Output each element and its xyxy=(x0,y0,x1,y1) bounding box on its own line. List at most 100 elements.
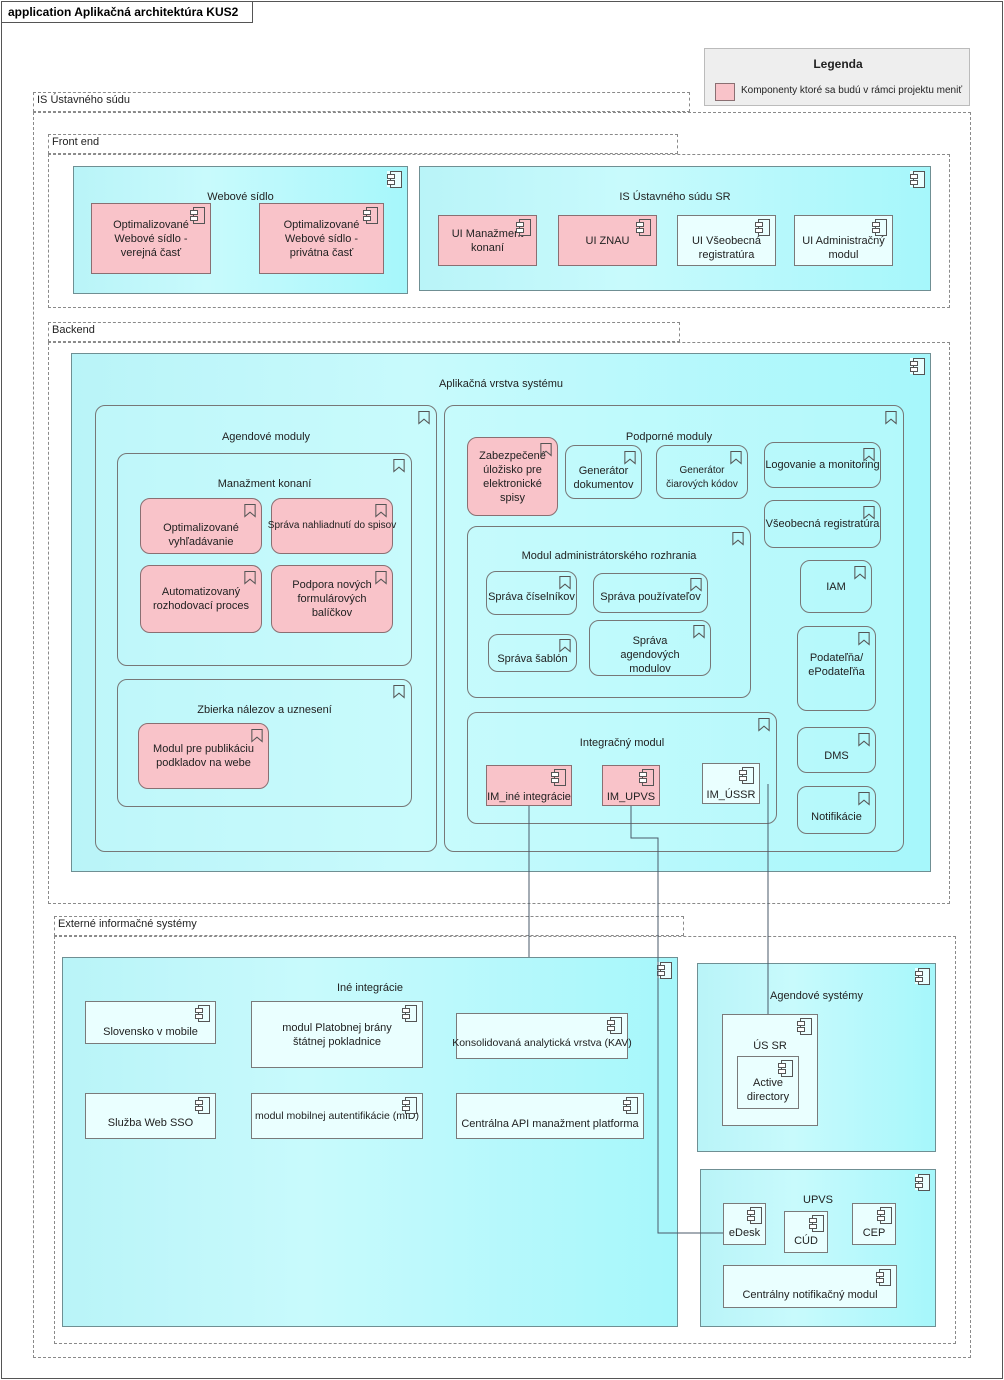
pkg-backend xyxy=(48,342,950,904)
connector-im-upvs-to-edesk xyxy=(630,806,723,1234)
iam: IAM xyxy=(800,560,872,613)
bookmark-icon xyxy=(540,442,552,457)
ui-znau: UI ZNAU xyxy=(558,215,657,266)
zbierka-nalezov-title: Zbierka nálezov a uznesení xyxy=(197,704,332,716)
mobilna-autentifikacia: modul mobilnej autentifikácie (mID) xyxy=(251,1093,423,1139)
zabezpecene-ulozisko: Zabezpečené úložisko pre elektronické sp… xyxy=(467,437,558,516)
upvs-title: UPVS xyxy=(803,1194,833,1206)
generator-ciarovych-kodov: Generátor čiarových kódov xyxy=(656,445,748,499)
pkg-external xyxy=(54,936,956,1344)
sluzba-web-sso-label: Služba Web SSO xyxy=(107,1117,194,1129)
component-icon xyxy=(915,1174,930,1191)
component-icon xyxy=(778,1060,793,1077)
zbierka-nalezov: Zbierka nálezov a uznesení xyxy=(117,679,412,807)
pkg-backend-tab: Backend xyxy=(48,322,680,342)
component-icon xyxy=(639,769,654,786)
component-icon xyxy=(387,171,402,188)
bookmark-icon xyxy=(690,577,702,592)
sprava-pouzivatelov-label: Správa používateľov xyxy=(600,591,701,603)
bookmark-icon xyxy=(885,410,897,425)
sprava-ciselnikov: Správa číselníkov xyxy=(486,571,577,615)
active-directory: Active directory xyxy=(737,1056,799,1109)
component-icon xyxy=(877,1207,892,1224)
bookmark-icon xyxy=(559,638,571,653)
integracny-modul: Integračný modul xyxy=(467,712,777,824)
slovensko-v-mobile: Slovensko v mobile xyxy=(85,1001,216,1044)
us-sr-label: ÚS SR xyxy=(753,1040,787,1052)
pkg-external-label: Externé informačné systémy xyxy=(58,918,197,930)
logovanie-monitoring: Logovanie a monitoring xyxy=(764,442,881,488)
component-icon xyxy=(797,1018,812,1035)
iam-label: IAM xyxy=(826,580,846,593)
legend-item: Komponenty ktoré sa budú v rámci projekt… xyxy=(741,85,963,96)
bookmark-icon xyxy=(375,570,387,585)
cud: CÚD xyxy=(784,1211,828,1253)
legend: Legenda Komponenty ktoré sa budú v rámci… xyxy=(704,48,970,106)
mobilna-autentifikacia-label: modul mobilnej autentifikácie (mID) xyxy=(255,1110,419,1122)
component-icon xyxy=(809,1215,824,1232)
web-sidlo-title: Webové sídlo xyxy=(207,191,274,203)
legend-pink-swatch xyxy=(715,83,735,101)
optimalizovane-vyhladavanie-label: Optimalizované vyhľadávanie xyxy=(163,522,239,548)
ui-manazment-konani: UI Manažment konaní xyxy=(438,215,537,266)
optimalizovane-vyhladavanie: Optimalizované vyhľadávanie xyxy=(140,498,262,554)
web-private: Optimalizované Webové sídlo - privátna č… xyxy=(259,203,384,274)
sluzba-web-sso: Služba Web SSO xyxy=(85,1093,216,1139)
component-icon xyxy=(910,171,925,188)
pkg-backend-label: Backend xyxy=(52,324,95,336)
im-ine-integracie-label: IM_iné integrácie xyxy=(487,791,571,803)
sprava-sablon: Správa šablón xyxy=(488,634,577,672)
web-public: Optimalizované Webové sídlo - verejná ča… xyxy=(91,203,211,274)
component-icon xyxy=(402,1005,417,1022)
bookmark-icon xyxy=(624,450,636,465)
generator-ciarovych-kodov-label: Generátor čiarových kódov xyxy=(666,465,738,490)
bookmark-icon xyxy=(758,717,770,732)
component-icon xyxy=(872,219,887,236)
component-icon xyxy=(195,1005,210,1022)
podpora-formularovych-balickov: Podpora nových formulárových balíčkov xyxy=(271,565,393,633)
bookmark-icon xyxy=(244,503,256,518)
automatizovany-rozhodovaci-proces: Automatizovaný rozhodovací proces xyxy=(140,565,262,633)
sprava-ciselnikov-label: Správa číselníkov xyxy=(488,591,575,603)
notifikacie: Notifikácie xyxy=(797,786,876,834)
automatizovany-rozhodovaci-proces-label: Automatizovaný rozhodovací proces xyxy=(153,586,249,612)
podpora-formularovych-balickov-label: Podpora nových formulárových balíčkov xyxy=(292,579,372,619)
podporne-moduly-title: Podporné moduly xyxy=(625,431,713,443)
component-icon xyxy=(402,1097,417,1114)
bookmark-icon xyxy=(251,728,263,743)
bookmark-icon xyxy=(863,505,875,520)
platobna-brana-label: modul Platobnej brány štátnej pokladnice xyxy=(282,1021,392,1048)
podatelna: Podateľňa/ ePodateľňa xyxy=(797,626,876,711)
im-ine-integracie: IM_iné integrácie xyxy=(486,765,572,806)
agendove-moduly-title: Agendové moduly xyxy=(221,431,311,443)
sprava-pouzivatelov: Správa používateľov xyxy=(593,573,708,613)
component-icon xyxy=(363,207,378,224)
bookmark-icon xyxy=(732,531,744,546)
centralna-api-platforma: Centrálna API manažment platforma xyxy=(456,1093,644,1139)
component-icon xyxy=(739,767,754,784)
bookmark-icon xyxy=(863,447,875,462)
cud-label: CÚD xyxy=(794,1235,818,1247)
ui-vseobecna-registratura-label: UI Všeobecná registratúra xyxy=(691,234,762,261)
ui-administracny-modul-label: UI Administračný modul xyxy=(802,234,885,261)
active-directory-label: Active directory xyxy=(746,1076,790,1103)
pkg-external-tab: Externé informačné systémy xyxy=(54,916,684,936)
component-icon xyxy=(876,1269,891,1286)
component-icon xyxy=(190,207,205,224)
kav-label: Konsolidovaná analytická vrstva (KAV) xyxy=(452,1037,632,1049)
bookmark-icon xyxy=(393,458,405,473)
manazment-konani-title: Manažment konaní xyxy=(217,478,312,490)
modul-publikacia: Modul pre publikáciu podkladov na webe xyxy=(138,723,269,789)
ui-vseobecna-registratura: UI Všeobecná registratúra xyxy=(677,215,776,266)
pkg-front-end-tab: Front end xyxy=(48,134,678,154)
sprava-sablon-label: Správa šablón xyxy=(497,653,568,665)
im-ussr: IM_ÚSSR xyxy=(702,763,760,804)
logovanie-monitoring-label: Logovanie a monitoring xyxy=(765,459,880,471)
pkg-front-end xyxy=(48,154,950,308)
integracny-modul-title: Integračný modul xyxy=(579,737,665,749)
edesk: eDesk xyxy=(723,1203,766,1245)
im-upvs-label: IM_UPVS xyxy=(606,791,656,803)
bookmark-icon xyxy=(244,570,256,585)
bookmark-icon xyxy=(393,684,405,699)
